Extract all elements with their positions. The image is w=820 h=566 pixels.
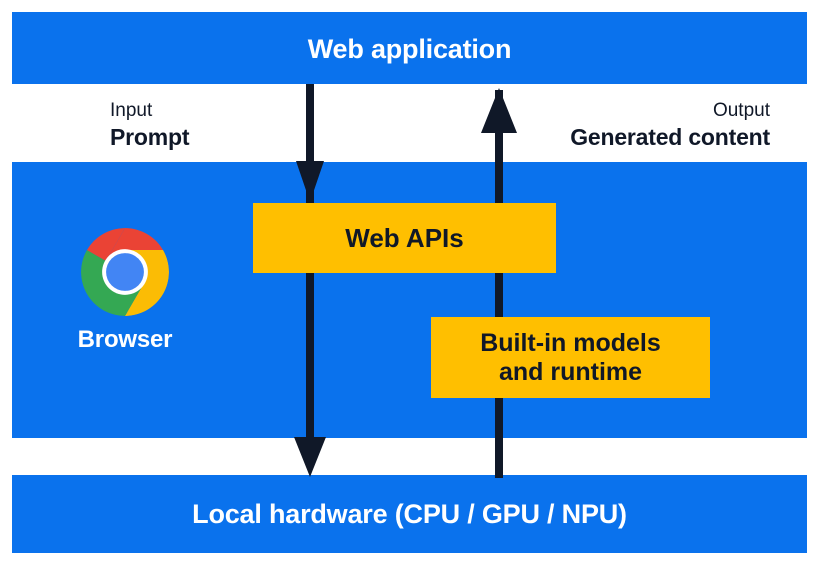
box-builtin-models[interactable]: Built-in models and runtime [431,317,710,398]
band-web-application: Web application [12,12,807,84]
browser-group: Browser [60,228,190,354]
band-local-hardware: Local hardware (CPU / GPU / NPU) [12,475,807,553]
band-local-hardware-title: Local hardware (CPU / GPU / NPU) [192,499,627,529]
caption-input: Input Prompt [110,99,190,153]
caption-output: Output Generated content [570,99,770,153]
caption-input-value: Prompt [110,124,190,151]
browser-label: Browser [77,326,173,353]
box-web-apis[interactable]: Web APIs [253,203,556,273]
caption-output-value: Generated content [570,124,770,151]
caption-output-kind: Output [712,100,770,121]
box-web-apis-label: Web APIs [345,222,464,253]
chrome-icon [81,228,169,316]
box-builtin-models-label: Built-in models and runtime [480,328,661,386]
band-web-application-title: Web application [307,34,512,64]
caption-input-kind: Input [110,100,153,121]
